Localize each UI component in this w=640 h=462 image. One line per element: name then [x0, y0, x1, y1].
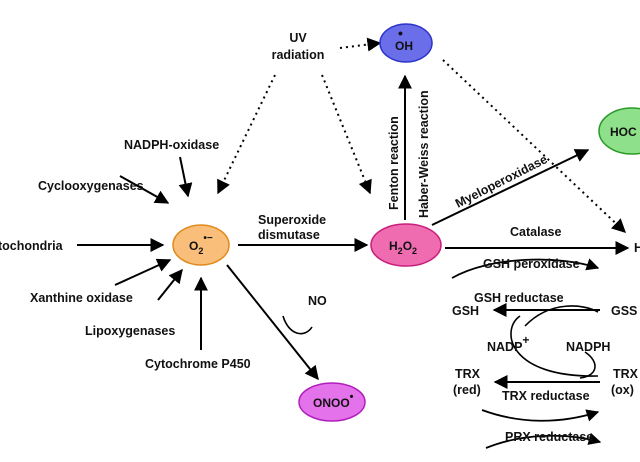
myeloperoxidase-arrow	[431, 149, 590, 226]
nadp-sup: +	[522, 333, 529, 347]
h2o2-node: H2O2	[370, 223, 442, 267]
h2o2-o: O	[403, 239, 412, 253]
fenton-label: Fenton reaction	[387, 116, 401, 210]
hydroxyl-node: OH •	[379, 23, 433, 63]
gsh-label: GSH	[452, 304, 479, 318]
hocl-label: HOC	[610, 125, 637, 139]
nadph-cycle-bottom	[510, 315, 599, 377]
myeloperoxidase-label: Myeloperoxidase	[453, 152, 550, 211]
uv-to-h2o2-arrow	[321, 74, 372, 195]
peroxynitrite-node: ONOO•	[298, 382, 366, 422]
uv-label-line1: UV	[289, 31, 307, 45]
lipoxygenases-arrow	[157, 268, 183, 301]
trx-red-label-line2: (red)	[453, 383, 481, 397]
gssg-label: GSS	[611, 304, 637, 318]
h2o2-sub1: 2	[398, 246, 403, 256]
nadph-label: NADPH	[566, 340, 610, 354]
h2o2-ellipse	[370, 223, 442, 267]
trx-reductase-label: TRX reductase	[502, 389, 590, 403]
cyclooxygenases-arrow	[119, 175, 170, 204]
gsh-peroxidase-curve	[451, 258, 600, 279]
uv-to-superoxide-arrow	[217, 74, 276, 195]
nadph-oxidase-label: NADPH-oxidase	[124, 138, 219, 152]
trx-ox-label-line1: TRX	[613, 367, 639, 381]
nadph-cycle-top	[524, 305, 599, 327]
gsh-peroxidase-label: GSH peroxidase	[483, 257, 580, 271]
prx-reductase-curve	[485, 432, 602, 449]
catalase-label: Catalase	[510, 225, 561, 239]
sod-label-line1: Superoxide	[258, 213, 326, 227]
superoxide-ellipse	[172, 224, 230, 266]
xanthine-oxidase-arrow	[114, 258, 172, 286]
superoxide-sup: •−	[203, 233, 213, 244]
peroxynitrite-text: ONOO	[313, 396, 350, 410]
haber-weiss-label: Haber-Weiss reaction	[417, 90, 431, 218]
xanthine-oxidase-label: Xanthine oxidase	[30, 291, 133, 305]
uv-to-oh-arrow	[339, 37, 382, 52]
hocl-ellipse	[598, 107, 640, 155]
no-join-curve	[282, 315, 313, 335]
gsh-reductase-label: GSH reductase	[474, 291, 564, 305]
uv-label-line2: radiation	[272, 48, 325, 62]
nadph-cycle-right	[579, 351, 596, 379]
mitochondria-label: tochondria	[0, 239, 64, 253]
peroxynitrite-label: ONOO•	[313, 391, 354, 410]
superoxide-sub: 2	[198, 246, 203, 256]
trx-ox-label-line2: (ox)	[611, 383, 634, 397]
hydroxyl-label: OH	[395, 39, 413, 53]
no-label: NO	[308, 294, 327, 308]
nadp-label: NADP+	[487, 333, 529, 354]
h2o2-label: H2O2	[389, 239, 417, 256]
superoxide-to-peroxynitrite-arrow	[226, 264, 319, 381]
hydroxyl-ellipse	[379, 23, 433, 63]
nadph-oxidase-arrow	[178, 156, 193, 198]
nadp-text: NADP	[487, 340, 522, 354]
sod-label-line2: dismutase	[258, 228, 320, 242]
peroxynitrite-sup: •	[350, 391, 354, 403]
superoxide-node: O2•−	[172, 224, 230, 266]
catalase-product-label: H	[634, 241, 640, 255]
prx-reductase-label: PRX reductase	[505, 430, 593, 444]
cyclooxygenases-label: Cyclooxygenases	[38, 179, 144, 193]
superoxide-label: O2•−	[189, 233, 213, 256]
lipoxygenases-label: Lipoxygenases	[85, 324, 175, 338]
superoxide-o: O	[189, 239, 198, 253]
hocl-node: HOC	[598, 107, 640, 155]
trx-red-label-line1: TRX	[455, 367, 481, 381]
trx-curve	[481, 409, 600, 422]
h2o2-h: H	[389, 239, 398, 253]
h2o2-sub2: 2	[412, 246, 417, 256]
cytochrome-label: Cytochrome P450	[145, 357, 251, 371]
peroxynitrite-ellipse	[298, 382, 366, 422]
hydroxyl-radical-dot: •	[398, 25, 403, 41]
